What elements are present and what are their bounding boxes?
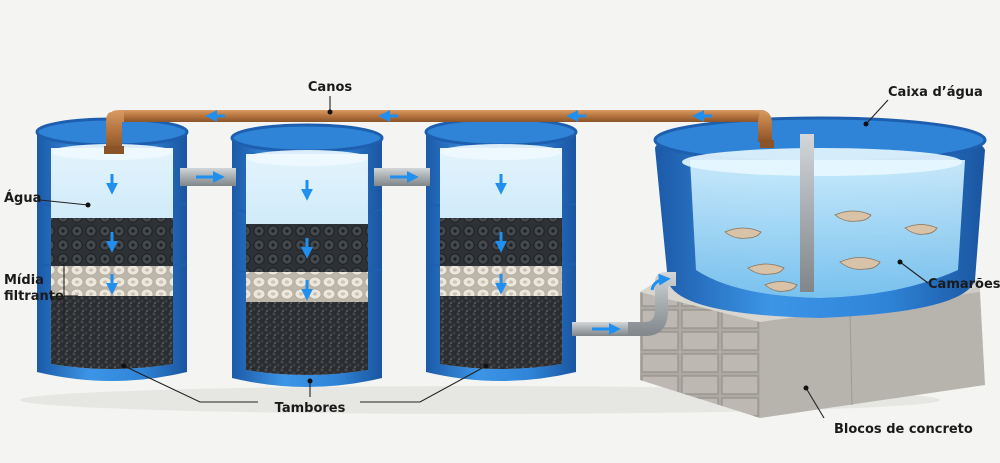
water-tank [653, 116, 987, 318]
copper-pipe [104, 110, 774, 154]
label-blocks: Blocos de concreto [834, 422, 973, 437]
drums-group [35, 117, 578, 387]
filter-drum [35, 117, 189, 381]
shrimp-icon [724, 210, 938, 292]
label-drums: Tambores [275, 401, 346, 416]
tank-standpipe [800, 134, 814, 292]
label-tank: Caixa d’água [888, 85, 983, 100]
filter-drum [424, 117, 578, 381]
filter-drum [230, 123, 384, 387]
gravel-layer [246, 302, 368, 375]
flow-arrow-icon [196, 110, 712, 335]
label-media-2: filtrante [4, 289, 64, 304]
gravel-layer [51, 296, 173, 369]
label-media-1: Mídia [4, 273, 44, 288]
gravel-layer [440, 296, 562, 369]
annotations: Canos Caixa d’água Água Mídia filtrante … [4, 80, 1000, 437]
label-pipes: Canos [308, 80, 352, 95]
label-water: Água [4, 190, 41, 206]
label-shrimp: Camarões [928, 277, 1000, 292]
